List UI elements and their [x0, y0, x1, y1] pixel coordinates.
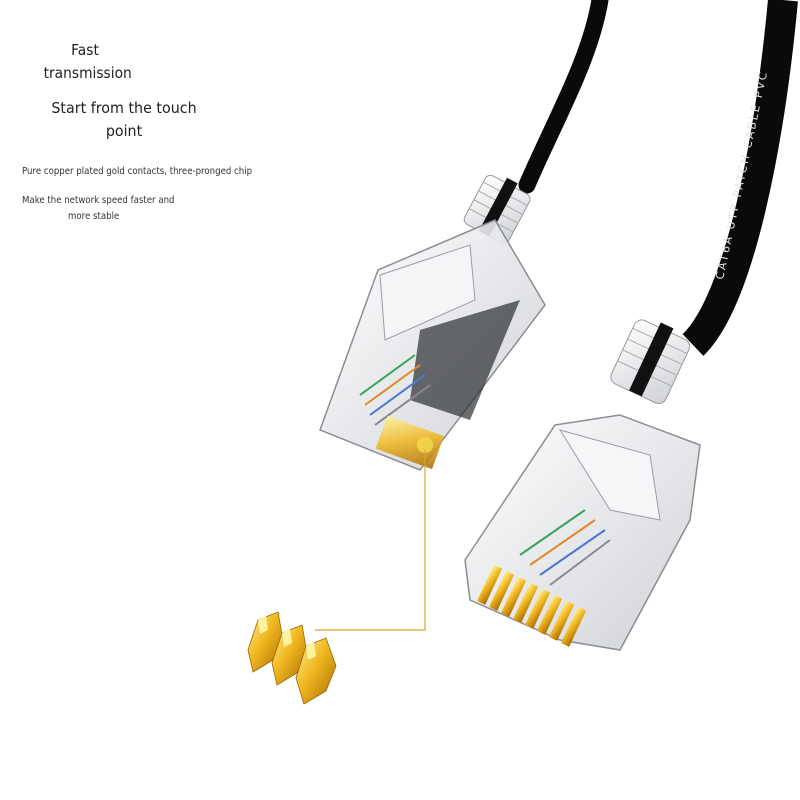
rj45-connector-icon: [464, 319, 701, 651]
right-cable: CAT6A UTP PATCH CABLE PVC: [682, 0, 798, 356]
rj45-connector-icon: [319, 174, 546, 471]
headline-line-transmission: transmission: [43, 64, 132, 82]
gold-contact-chip-icon: [247, 611, 337, 705]
headline-fast-transmission: Fast transmission: [43, 39, 132, 85]
callout-line: [315, 437, 433, 631]
description-line-contacts: Pure copper plated gold contacts, three-…: [22, 166, 253, 177]
headline-line-fast: Fast: [71, 41, 99, 59]
left-cable: [518, 0, 609, 194]
description-line-speed: Make the network speed faster and: [22, 195, 175, 206]
headline-touch-point: Start from the touch point: [51, 99, 197, 140]
description-line-stable: more stable: [68, 211, 120, 222]
